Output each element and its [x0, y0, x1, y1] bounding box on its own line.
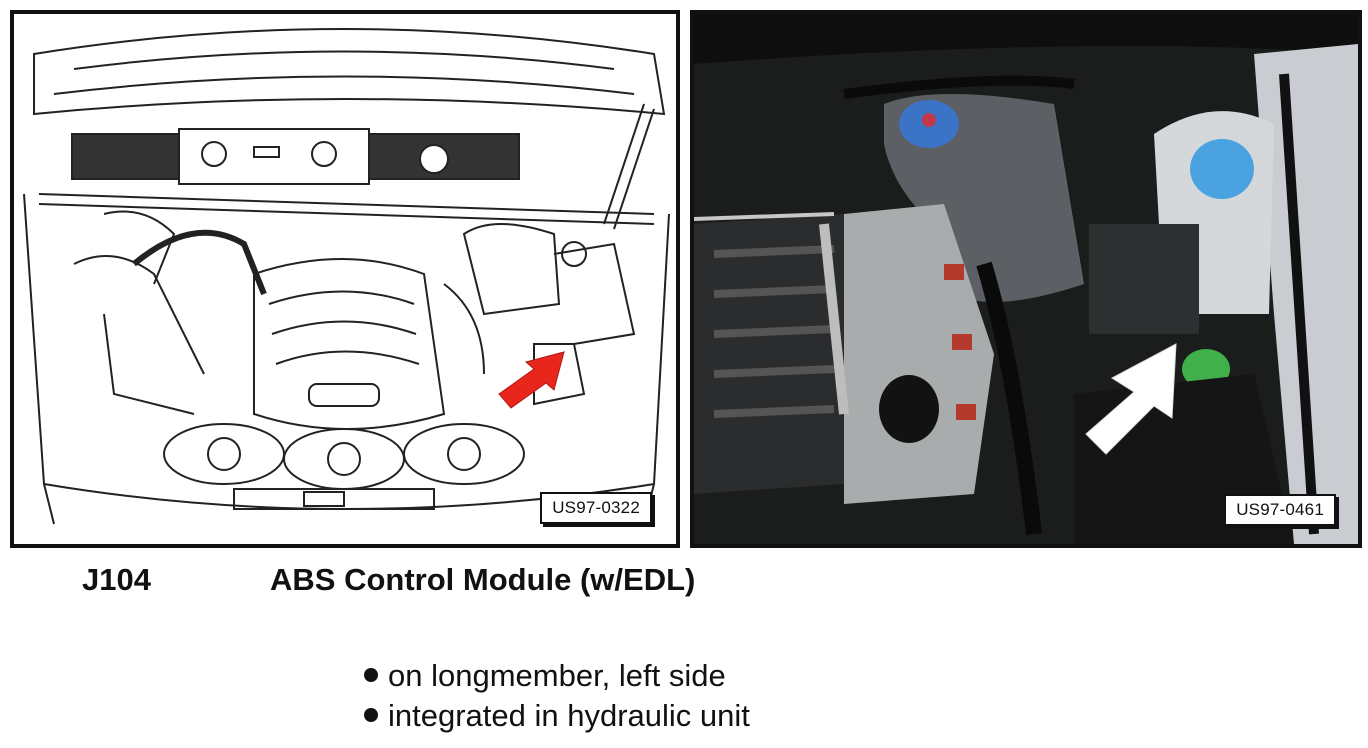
- bullet-icon: [364, 707, 378, 722]
- engine-bay-photo: [694, 14, 1358, 544]
- illustration-panel: US97-0322: [10, 10, 680, 548]
- white-arrow-icon: [1085, 343, 1177, 455]
- figure-code-right: US97-0461: [1224, 494, 1336, 526]
- list-item: integrated in hydraulic unit: [364, 696, 750, 736]
- photo-panel: US97-0461: [690, 10, 1362, 548]
- component-id: J104: [82, 562, 151, 597]
- engine-bay-line-drawing: [23, 28, 670, 525]
- caption-row: J104 ABS Control Module (w/EDL): [0, 562, 1368, 606]
- bullet-icon: [364, 667, 378, 682]
- list-item: on longmember, left side: [364, 656, 750, 696]
- figure-code-left: US97-0322: [540, 492, 652, 524]
- location-notes: on longmember, left side integrated in h…: [364, 656, 750, 736]
- component-title: ABS Control Module (w/EDL): [270, 562, 696, 597]
- red-arrow-icon: [498, 351, 565, 409]
